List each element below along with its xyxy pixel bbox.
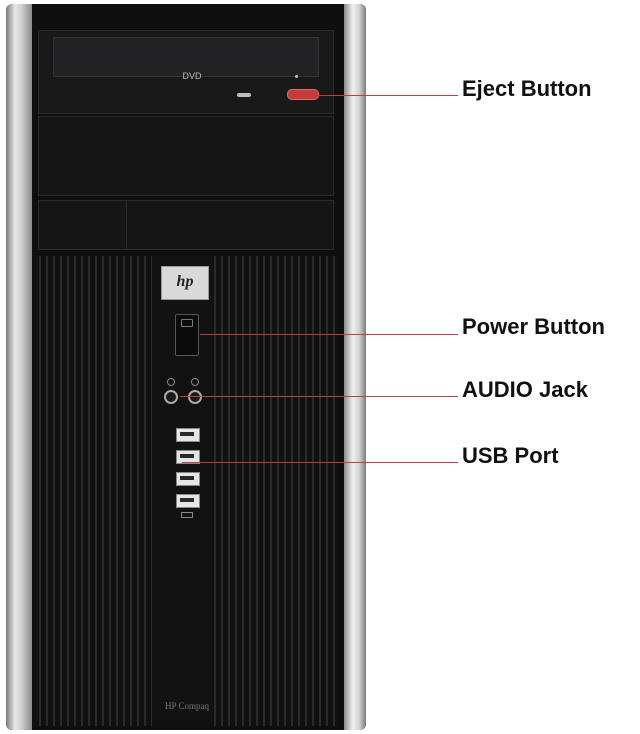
usb-port-3[interactable] [176, 472, 200, 486]
usb-port-4[interactable] [176, 494, 200, 508]
hp-logo: hp [161, 266, 209, 300]
drive-bay-blank [38, 116, 334, 196]
headphone-icon [191, 378, 199, 386]
headphone-jack[interactable] [188, 390, 202, 404]
eject-callout-line [292, 95, 458, 96]
left-side-trim [6, 4, 32, 730]
power-callout-line [200, 334, 458, 335]
microphone-icon [167, 378, 175, 386]
audio-callout-line [180, 396, 458, 397]
usb-callout-line [182, 462, 458, 463]
audio-jack-label: AUDIO Jack [462, 377, 588, 402]
small-bay-blank-wide [126, 200, 334, 250]
right-side-trim [344, 4, 366, 730]
eject-indicator [295, 75, 298, 78]
microphone-jack[interactable] [164, 390, 178, 404]
power-button-label: Power Button [462, 314, 605, 339]
usb-port-1[interactable] [176, 428, 200, 442]
usb-port-2[interactable] [176, 450, 200, 464]
small-bay-blank [38, 200, 128, 250]
brand-footer: HP Compaq [165, 701, 209, 711]
desktop-tower: DVD hp HP Compaq [6, 4, 366, 730]
usb-port-label: USB Port [462, 443, 559, 468]
dvd-activity-led [237, 93, 251, 97]
dvd-logo: DVD [182, 71, 202, 81]
usb-icon [181, 512, 193, 518]
eject-button-label: Eject Button [462, 76, 592, 101]
dvd-tray-slot [53, 37, 319, 77]
power-icon [181, 319, 193, 327]
dvd-drive-bay: DVD [38, 30, 334, 114]
power-button[interactable] [175, 314, 199, 356]
eject-button[interactable] [287, 89, 319, 100]
hp-logo-text: hp [176, 273, 194, 290]
